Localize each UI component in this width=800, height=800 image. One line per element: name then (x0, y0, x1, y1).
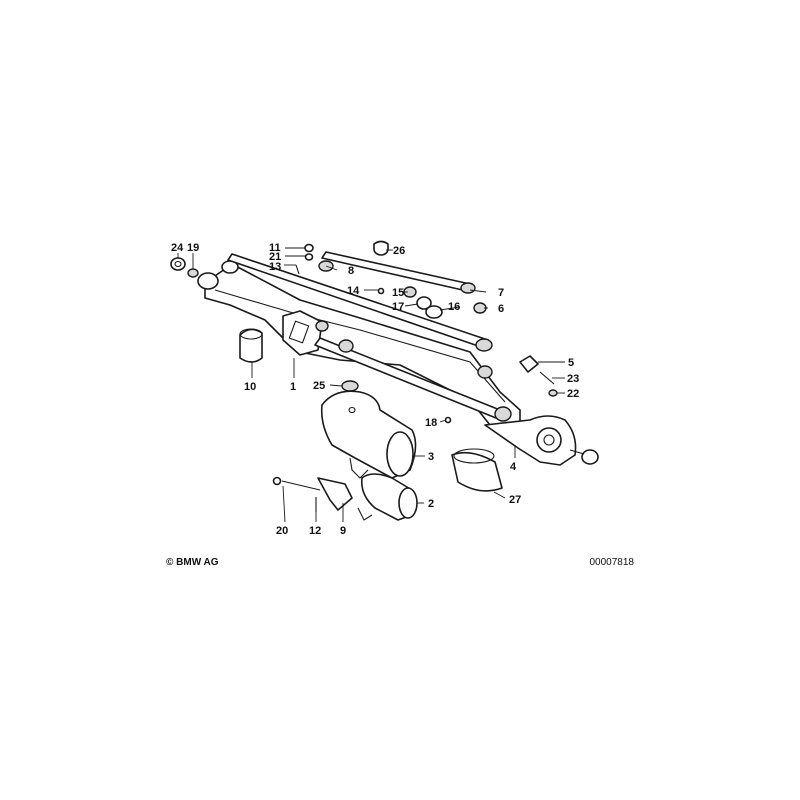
screw-part-20 (272, 476, 282, 486)
callout-6: 6 (498, 303, 504, 315)
callout-21: 21 (269, 251, 281, 263)
callout-9: 9 (340, 525, 346, 537)
callout-26: 26 (393, 245, 405, 257)
image-number: 00007818 (590, 557, 635, 568)
callout-12: 12 (309, 525, 321, 537)
push-rods (227, 251, 512, 422)
callout-2: 2 (428, 498, 434, 510)
callout-labels: 24 19 11 21 13 8 26 14 15 17 16 7 6 5 23… (171, 242, 579, 537)
cover-part-27 (451, 448, 503, 492)
callout-14: 14 (347, 285, 360, 297)
wiper-motor-part-3 (320, 380, 417, 479)
callout-19: 19 (187, 242, 199, 254)
callout-25: 25 (313, 380, 325, 392)
callout-16: 16 (448, 301, 460, 313)
leader-lines (177, 247, 565, 523)
callout-23: 23 (567, 373, 579, 385)
callout-7: 7 (498, 287, 504, 299)
callout-20: 20 (276, 525, 288, 537)
callout-10: 10 (244, 381, 256, 393)
callout-1: 1 (290, 381, 296, 393)
callout-18: 18 (425, 417, 437, 429)
copyright-label: © BMW AG (166, 557, 219, 568)
callout-27: 27 (509, 494, 521, 506)
gearbox-part-4 (484, 415, 599, 466)
callout-5: 5 (568, 357, 574, 369)
callout-8: 8 (348, 265, 354, 277)
callout-4: 4 (510, 461, 517, 473)
callout-24: 24 (171, 242, 184, 254)
callout-17: 17 (392, 301, 404, 313)
motor-part-2 (315, 473, 418, 521)
callout-3: 3 (428, 451, 434, 463)
callout-11: 11 (269, 242, 281, 254)
callout-13: 13 (269, 261, 281, 273)
callout-15: 15 (392, 287, 404, 299)
wiper-frame-part-1 (197, 260, 521, 431)
callout-22: 22 (567, 388, 579, 400)
rubber-boot-part-10 (239, 328, 263, 363)
small-hardware (170, 240, 558, 424)
